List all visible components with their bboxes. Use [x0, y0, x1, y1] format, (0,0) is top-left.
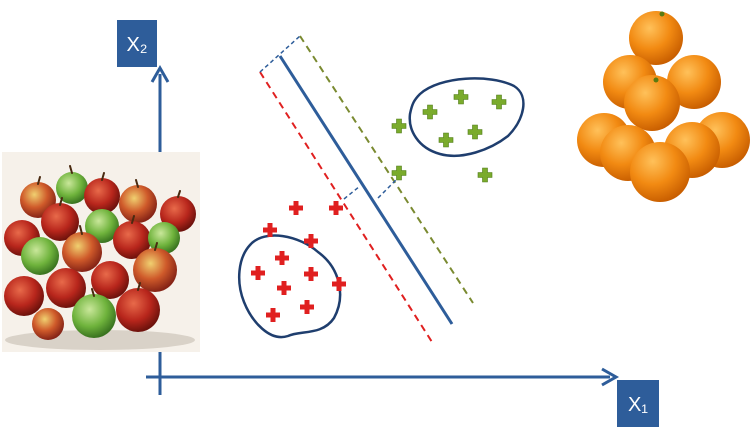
red-plus-point	[304, 267, 318, 281]
green-plus-point	[391, 165, 407, 181]
support-connector-red	[343, 185, 361, 200]
red-margin-line	[259, 71, 433, 343]
oranges-photo	[577, 11, 750, 202]
green-plus-point	[422, 104, 438, 120]
green-plus-point	[477, 167, 493, 183]
x-axis-label-box: X₁	[617, 380, 659, 427]
green-class-points	[391, 89, 507, 183]
top-connector-line	[259, 35, 301, 73]
green-plus-point	[391, 118, 407, 134]
green-cluster-outline	[408, 77, 525, 158]
red-plus-point	[289, 201, 303, 215]
red-plus-point	[304, 234, 318, 248]
x-axis-label: X₁	[628, 394, 648, 416]
red-plus-point	[329, 201, 343, 215]
margin-lines	[259, 35, 474, 343]
y-axis-label: X₂	[126, 34, 147, 56]
x-axis	[146, 367, 620, 387]
red-plus-point	[277, 281, 291, 295]
green-margin-line	[299, 35, 474, 304]
red-plus-point	[300, 300, 314, 314]
red-plus-point	[275, 251, 289, 265]
red-plus-point	[332, 277, 346, 291]
red-plus-point	[251, 266, 265, 280]
apples-photo	[2, 152, 200, 352]
hyperplane-line	[278, 55, 454, 325]
green-plus-point	[491, 94, 507, 110]
green-plus-point	[467, 124, 483, 140]
support-connector-green	[377, 179, 397, 199]
y-axis-label-box: X₂	[117, 20, 157, 67]
green-plus-point	[438, 132, 454, 148]
red-class-points	[251, 201, 346, 322]
red-plus-point	[266, 308, 280, 322]
green-plus-point	[453, 89, 469, 105]
